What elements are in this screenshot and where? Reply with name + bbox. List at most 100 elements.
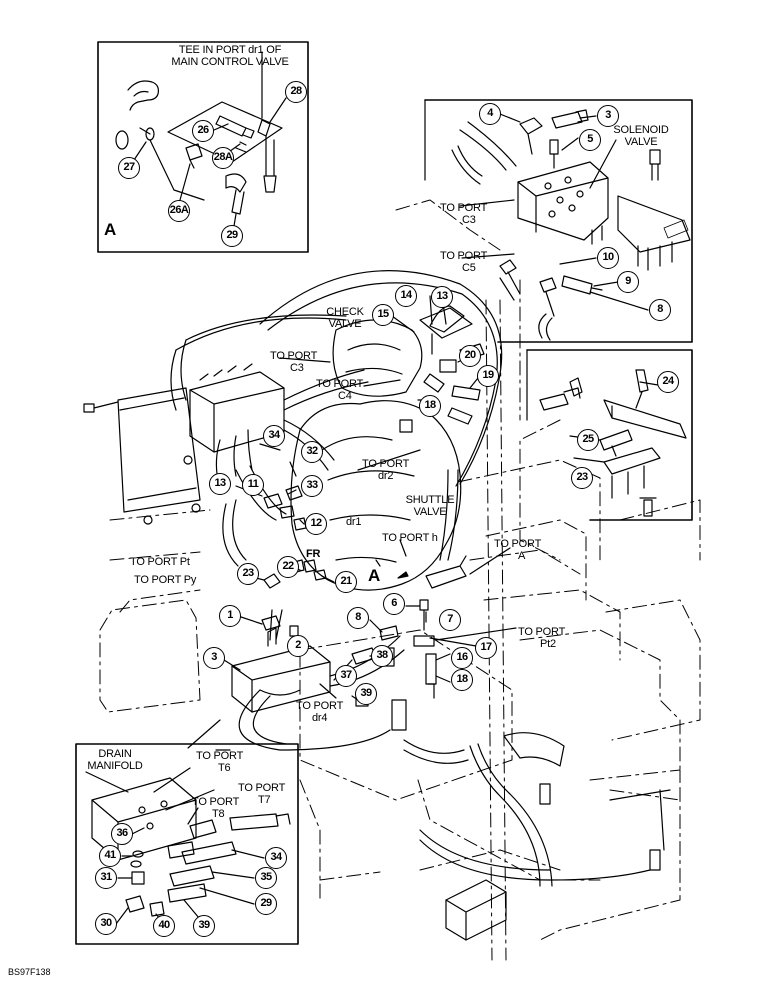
- label-c5-line-1: TO PORT: [440, 250, 488, 262]
- label-dr1: dr1: [346, 516, 362, 528]
- callout-32: 32: [301, 441, 323, 463]
- label-c5-line-2: C5: [462, 262, 476, 274]
- callout-20: 20: [459, 345, 481, 367]
- label-solenoid-valve: SOLENOID VALVE: [606, 124, 676, 148]
- callout-4: 4: [479, 103, 501, 125]
- label-shuttle-valve: SHUTTLE VALVE: [402, 494, 458, 518]
- callout-2: 2: [287, 635, 309, 657]
- label-a-line-2: A: [518, 550, 526, 562]
- label-tee-line-2: MAIN CONTROL VALVE: [171, 56, 289, 68]
- label-pt2-line-1: TO PORT: [518, 626, 566, 638]
- label-drain-line-2: MANIFOLD: [87, 760, 143, 772]
- callout-28a: 28A: [212, 147, 234, 169]
- callout-9: 9: [617, 271, 639, 293]
- label-pt2-line-2: Pt2: [540, 638, 556, 650]
- label-c3-top-line-1: TO PORT: [440, 202, 488, 214]
- callout-18: 18: [419, 395, 441, 417]
- label-tee-line-1: TEE IN PORT dr1 OF: [178, 44, 282, 56]
- callout-18b: 18: [451, 669, 473, 691]
- callout-5: 5: [579, 129, 601, 151]
- callout-26: 26: [192, 120, 214, 142]
- callout-38: 38: [371, 645, 393, 667]
- callout-31: 31: [95, 867, 117, 889]
- callout-15: 15: [372, 304, 394, 326]
- label-t7-line-1: TO PORT: [238, 782, 286, 794]
- label-to-port-c3-top: TO PORT C3: [440, 202, 487, 226]
- inset-a-letter: A: [104, 220, 117, 239]
- callout-40: 40: [153, 915, 175, 937]
- label-to-port-dr2: TO PORT dr2: [362, 458, 409, 482]
- label-t7-line-2: T7: [258, 794, 271, 806]
- label-t8-line-2: T8: [212, 808, 225, 820]
- label-t6-line-2: T6: [218, 762, 231, 774]
- label-t8-line-1: TO PORT: [192, 796, 240, 808]
- solenoid-inset-parts: [451, 109, 691, 341]
- callout-8b: 8: [347, 607, 369, 629]
- label-dr2-line-2: dr2: [378, 470, 394, 482]
- callout-35: 35: [255, 867, 277, 889]
- label-fr: FR: [306, 548, 321, 560]
- label-c3-top-line-2: C3: [462, 214, 476, 226]
- callout-13: 13: [431, 286, 453, 308]
- label-t6-line-1: TO PORT: [196, 750, 244, 762]
- callout-14: 14: [395, 285, 417, 307]
- machine-frame-outline: [99, 199, 701, 961]
- drain-inset-frame: [75, 743, 299, 945]
- inset-a-parts: [115, 51, 287, 239]
- callout-23: 23: [237, 563, 259, 585]
- callout-39b: 39: [193, 915, 215, 937]
- callout-21: 21: [335, 571, 357, 593]
- callout-41: 41: [99, 845, 121, 867]
- callout-12: 12: [305, 513, 327, 535]
- callout-10: 10: [597, 247, 619, 269]
- label-drain-line-1: DRAIN: [98, 748, 132, 760]
- label-dr4-line-2: dr4: [312, 712, 328, 724]
- callout-11: 11: [242, 474, 264, 496]
- label-to-port-c5: TO PORT C5: [440, 250, 487, 274]
- callout-34b: 34: [265, 847, 287, 869]
- label-to-port-pt: TO PORT Pt: [130, 556, 190, 568]
- callout-28: 28: [285, 81, 307, 103]
- label-to-port-py: TO PORT Py: [134, 574, 197, 586]
- callout-17: 17: [475, 637, 497, 659]
- label-shuttle-line-2: VALVE: [413, 506, 447, 518]
- callout-39: 39: [355, 683, 377, 705]
- callout-24: 24: [657, 371, 679, 393]
- label-to-port-c4: TO PORT C4: [316, 378, 363, 402]
- right-inset-frame: [526, 349, 693, 521]
- callout-22: 22: [277, 556, 299, 578]
- view-arrow-letter: A: [368, 566, 381, 585]
- callout-34: 34: [263, 425, 285, 447]
- callout-25: 25: [577, 429, 599, 451]
- callout-3: 3: [597, 105, 619, 127]
- label-solenoid-line-1: SOLENOID: [613, 124, 669, 136]
- label-to-port-t6: TO PORT T6: [196, 750, 243, 774]
- callout-8: 8: [649, 299, 671, 321]
- callout-19: 19: [477, 365, 499, 387]
- callout-29: 29: [221, 225, 243, 247]
- callout-29b: 29: [255, 893, 277, 915]
- label-dr2-line-1: TO PORT: [362, 458, 410, 470]
- label-to-port-a: TO PORT A: [494, 538, 541, 562]
- callout-23b: 23: [571, 467, 593, 489]
- callout-27: 27: [118, 157, 140, 179]
- label-check-line-2: VALVE: [328, 318, 362, 330]
- callout-26a: 26A: [168, 200, 190, 222]
- label-c3-line-1: TO PORT: [270, 350, 318, 362]
- callout-13b: 13: [209, 473, 231, 495]
- callout-7: 7: [439, 609, 461, 631]
- solenoid-inset-frame: [424, 99, 693, 343]
- label-solenoid-line-2: VALVE: [624, 136, 658, 148]
- label-check-line-1: CHECK: [326, 306, 364, 318]
- label-to-port-c3: TO PORT C3: [270, 350, 317, 374]
- label-to-port-dr4: TO PORT dr4: [296, 700, 343, 724]
- label-check-valve: CHECK VALVE: [318, 306, 372, 330]
- label-c4-line-2: C4: [338, 390, 352, 402]
- label-dr4-line-1: TO PORT: [296, 700, 344, 712]
- label-drain-manifold: DRAIN MANIFOLD: [82, 748, 148, 772]
- callout-36: 36: [111, 823, 133, 845]
- callout-16: 16: [451, 647, 473, 669]
- callout-1: 1: [219, 605, 241, 627]
